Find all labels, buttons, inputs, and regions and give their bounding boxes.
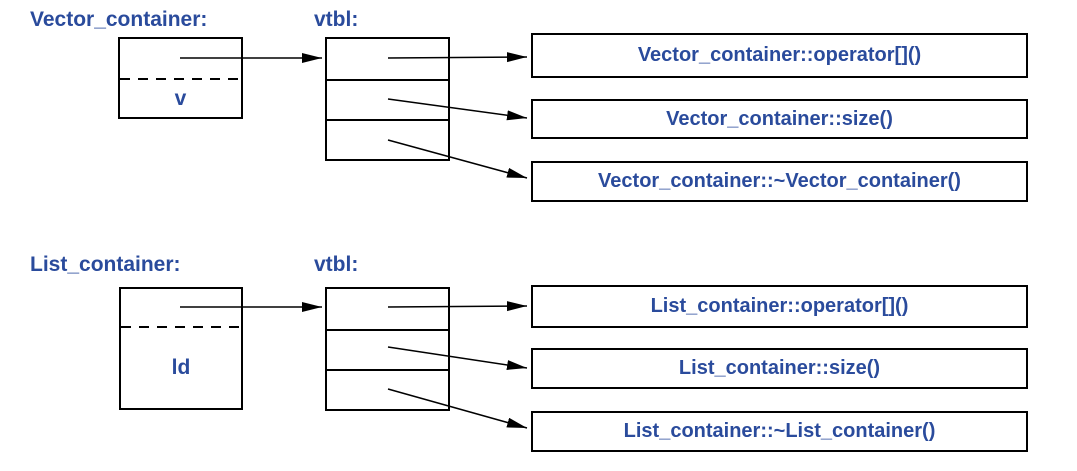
list-vtbl-slot-3 [327, 369, 448, 409]
vector-destructor-function-box: Vector_container::~Vector_container() [531, 161, 1028, 202]
vector-vtbl-slot-2 [327, 79, 448, 119]
list-object-box: ld [119, 287, 243, 410]
list-vtbl-slot-2 [327, 329, 448, 369]
list-destructor-function-box: List_container::~List_container() [531, 411, 1028, 452]
list-operator-function-box: List_container::operator[]() [531, 285, 1028, 328]
list-vtbl-slot-1 [327, 289, 448, 329]
list-vtbl-label: vtbl: [314, 253, 359, 276]
vector-vtbl-box [325, 37, 450, 161]
list-object-divider [121, 326, 241, 328]
vector-object-divider [120, 78, 241, 80]
vector-size-function-label: Vector_container::size() [666, 107, 893, 130]
list-operator-function-label: List_container::operator[]() [650, 295, 909, 317]
vector-vtbl-slot-1 [327, 39, 448, 79]
vector-vtbl-label: vtbl: [314, 8, 359, 31]
vector-vtbl-slot-3 [327, 119, 448, 159]
list-member-label: ld [171, 356, 191, 379]
vector-operator-function-box: Vector_container::operator[]() [531, 33, 1028, 78]
list-destructor-function-label: List_container::~List_container() [623, 420, 936, 442]
vector-member-label: v [174, 86, 187, 110]
vector-object-box: v [118, 37, 243, 119]
vector-destructor-function-label: Vector_container::~Vector_container() [598, 170, 961, 192]
list-class-label: List_container: [30, 253, 181, 276]
vector-size-function-box: Vector_container::size() [531, 99, 1028, 139]
vector-class-label: Vector_container: [30, 8, 208, 31]
vector-operator-function-label: Vector_container::operator[]() [637, 44, 922, 66]
list-vtbl-box [325, 287, 450, 411]
list-size-function-label: List_container::size() [678, 357, 881, 379]
list-size-function-box: List_container::size() [531, 348, 1028, 389]
